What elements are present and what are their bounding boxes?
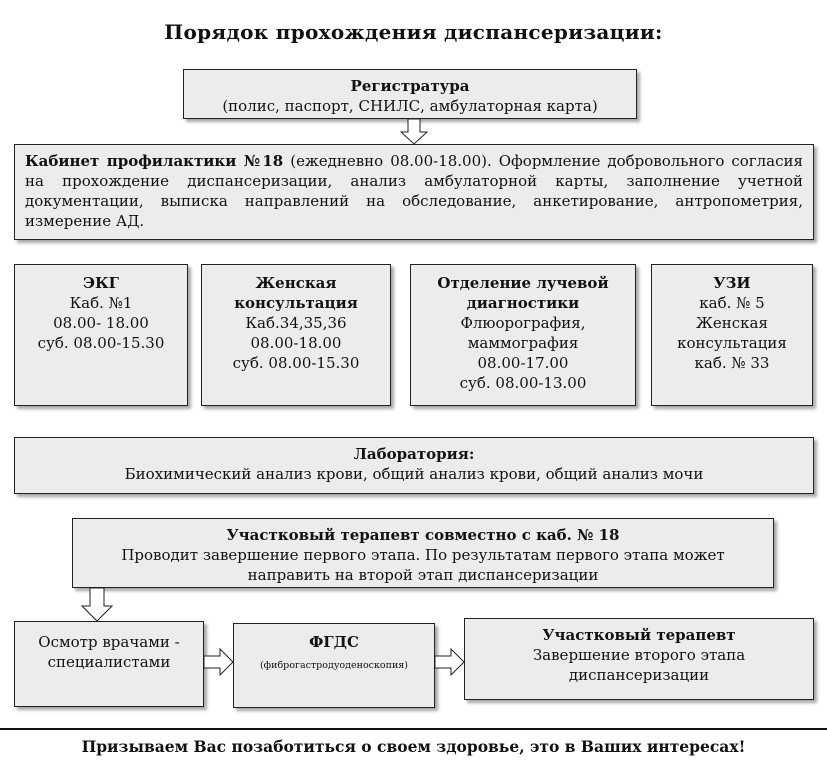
women-hours: 08.00-18.00 — [250, 334, 342, 352]
ecg-hours: 08.00- 18.00 — [53, 314, 149, 332]
fgds-box: ФГДС (фиброгастродуоденоскопия) — [233, 623, 435, 708]
registry-docs: (полис, паспорт, СНИЛС, амбулаторная кар… — [222, 97, 598, 115]
specialists-box: Осмотр врачами - специалистами — [14, 621, 204, 707]
radiology-line-2: маммография — [467, 334, 579, 352]
specialists-line-2: специалистами — [47, 653, 171, 671]
ecg-room: Каб. №1 — [69, 294, 133, 312]
arrow-down-icon — [400, 119, 428, 145]
registry-box: Регистратура (полис, паспорт, СНИЛС, амб… — [183, 69, 637, 119]
women-room: Каб.34,35,36 — [245, 314, 347, 332]
uzi-heading: УЗИ — [713, 274, 751, 292]
women-box: Женская консультация Каб.34,35,36 08.00-… — [201, 264, 391, 406]
women-sat: суб. 08.00-15.30 — [232, 354, 360, 372]
radiology-heading-2: диагностики — [466, 294, 580, 312]
uzi-line-2: консультация — [677, 334, 787, 352]
prevention-box: Кабинет профилактики №18 (ежедневно 08.0… — [14, 144, 814, 240]
arrow-right-icon — [204, 648, 234, 676]
fgds-heading: ФГДС — [309, 633, 359, 651]
uzi-room: каб. № 5 — [699, 294, 765, 312]
therapist-box: Участковый терапевт совместно с каб. № 1… — [72, 518, 774, 588]
uzi-box: УЗИ каб. № 5 Женская консультация каб. №… — [651, 264, 813, 406]
women-heading-2: консультация — [234, 294, 358, 312]
registry-heading: Регистратура — [350, 77, 470, 95]
specialists-line-1: Осмотр врачами - — [38, 633, 180, 651]
uzi-room-2: каб. № 33 — [694, 354, 770, 372]
ecg-box: ЭКГ Каб. №1 08.00- 18.00 суб. 08.00-15.3… — [14, 264, 188, 406]
radiology-box: Отделение лучевой диагностики Флюорограф… — [410, 264, 636, 406]
final-heading: Участковый терапевт — [542, 626, 736, 644]
arrow-right-icon — [435, 648, 465, 676]
arrow-down-icon — [81, 588, 113, 622]
radiology-hours: 08.00-17.00 — [477, 354, 569, 372]
radiology-line-1: Флюорография, — [460, 314, 586, 332]
lab-box: Лаборатория: Биохимический анализ крови,… — [14, 437, 814, 494]
lab-text: Биохимический анализ крови, общий анализ… — [124, 465, 704, 483]
final-line-1: Завершение второго этапа — [532, 646, 746, 664]
uzi-line-1: Женская — [696, 314, 768, 332]
radiology-heading-1: Отделение лучевой — [437, 274, 609, 292]
therapist-heading: Участковый терапевт совместно с каб. № 1… — [226, 526, 620, 544]
final-box: Участковый терапевт Завершение второго э… — [464, 618, 814, 700]
radiology-sat: суб. 08.00-13.00 — [459, 374, 587, 392]
therapist-line-2: направить на второй этап диспансеризации — [247, 566, 599, 584]
footer-text: Призываем Вас позаботиться о своем здоро… — [81, 737, 746, 756]
footer-divider — [0, 728, 827, 730]
women-heading-1: Женская — [255, 274, 337, 292]
final-line-2: диспансеризации — [568, 666, 710, 684]
prevention-text: (ежедневно 08.00-18.00). Оформление добр… — [25, 152, 803, 230]
ecg-heading: ЭКГ — [83, 274, 119, 292]
prevention-heading: Кабинет профилактики №18 — [25, 152, 284, 170]
fgds-note: (фиброгастродуоденоскопия) — [259, 660, 409, 671]
therapist-line-1: Проводит завершение первого этапа. По ре… — [121, 546, 725, 564]
page-title: Порядок прохождения диспансеризации: — [164, 20, 663, 44]
lab-heading: Лаборатория: — [353, 445, 475, 463]
ecg-sat: суб. 08.00-15.30 — [37, 334, 165, 352]
